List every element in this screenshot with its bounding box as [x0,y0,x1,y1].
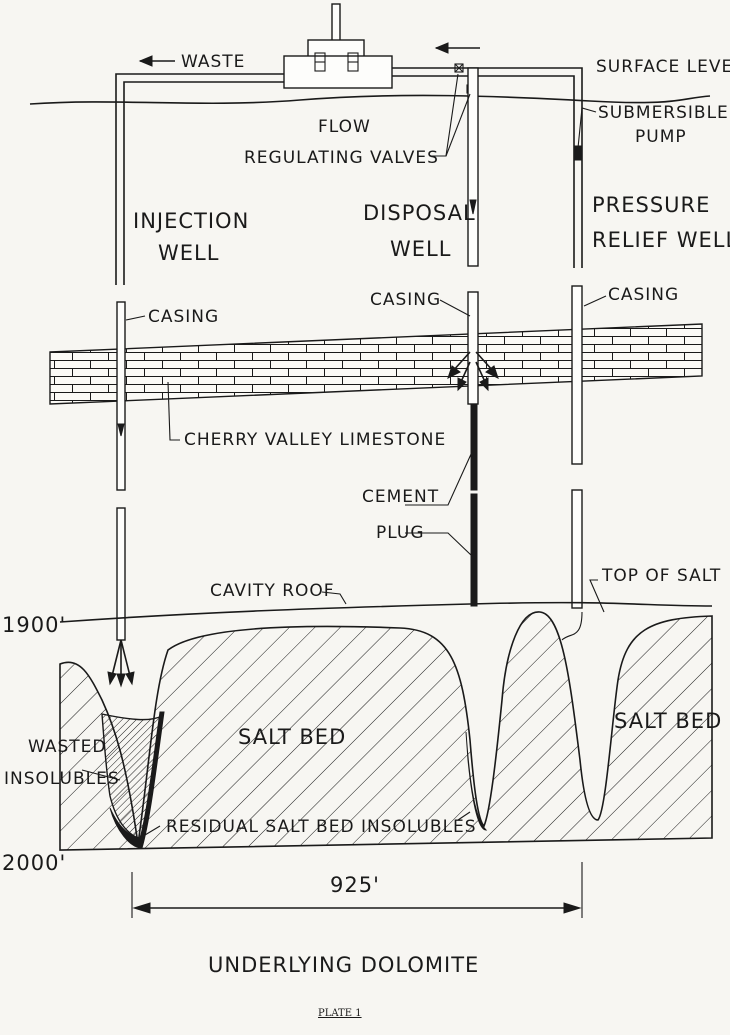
plug-label: PLUG [376,523,425,543]
waste-label: WASTE [181,52,245,72]
upper-wells [467,67,583,267]
wasted-label: WASTED [28,737,107,757]
cavity-roof-label: CAVITY ROOF [210,581,335,601]
submersible-pump-icon [573,145,583,161]
cement-leader [405,451,473,506]
disposal-well-label: DISPOSAL [363,201,476,225]
salt-bed-center-label: SALT BED [238,725,346,749]
casing-leader [125,315,146,321]
waste-arrow-icon [138,55,175,67]
relief-well-tail [561,611,583,641]
residual-insolubles-label: RESIDUAL SALT BED INSOLUBLES [166,817,477,837]
cement-leader [405,532,473,557]
limestone-label: CHERRY VALLEY LIMESTONE [184,430,446,450]
waste-pipe [115,73,284,285]
cement-plug-upper [470,403,478,491]
flow-arrow-icon [434,42,480,54]
residual-leader [457,811,471,821]
residual-insolubles-left [109,711,165,849]
valve-icon [454,63,464,73]
valve-leader [430,73,459,157]
injection-well-lower [116,507,126,641]
salt-bed-right-label: SALT BED [614,709,722,733]
underlying-dolomite-label: UNDERLYING DOLOMITE [208,953,479,977]
plate-label: PLATE 1 [318,1008,362,1019]
cement-label: CEMENT [362,487,439,507]
pump-leader [577,107,597,149]
pump-label: PUMP [635,127,687,147]
casing-label-left: CASING [148,307,219,327]
casing-label-mid: CASING [370,290,441,310]
relief-well-lower [571,489,583,609]
cement-plug-lower [470,493,478,607]
top-of-salt-label: TOP OF SALT [601,566,721,586]
surface-level-label: SURFACE LEVEL [596,57,730,77]
discharge-arrows-icon [107,639,135,688]
disposal-well-label-2: WELL [390,237,451,261]
depth-2000-label: 2000' [2,851,66,875]
perforation-arrows-icon [447,351,499,392]
injection-well-label-2: WELL [158,241,219,265]
top-of-salt-leader [589,579,605,613]
cherry-valley-limestone-layer [49,323,703,405]
cavity-roof-line [59,601,713,623]
casing-leader [439,299,471,317]
residual-leader [139,825,161,839]
residual-insolubles-right [465,731,488,831]
flow-label: FLOW [318,117,371,137]
valve-leader [445,93,471,157]
submersible-label: SUBMERSIBLE [598,103,729,123]
limestone-leader [167,381,180,441]
pressure-relief-label-2: RELIEF WELL [592,228,730,252]
pump-house [283,55,393,89]
cavity-roof-leader [321,591,347,605]
injection-well-casing [116,301,126,491]
regulating-valves-label: REGULATING VALVES [244,148,439,168]
distance-dimension [131,862,583,918]
casing-label-right: CASING [608,285,679,305]
relief-well-casing [571,285,583,465]
depth-1900-label: 1900' [2,613,66,637]
surface-level-line [29,94,711,105]
disposal-well-upper [467,67,479,267]
insolubles-label: INSOLUBLES [4,769,120,789]
wasted-leader [81,769,121,781]
injection-well-label: INJECTION [133,209,249,233]
distance-label: 925' [330,873,380,897]
chimney [331,3,341,45]
pressure-relief-label: PRESSURE [592,193,710,217]
disposal-well-casing [467,291,479,405]
casing-leader [583,295,607,307]
